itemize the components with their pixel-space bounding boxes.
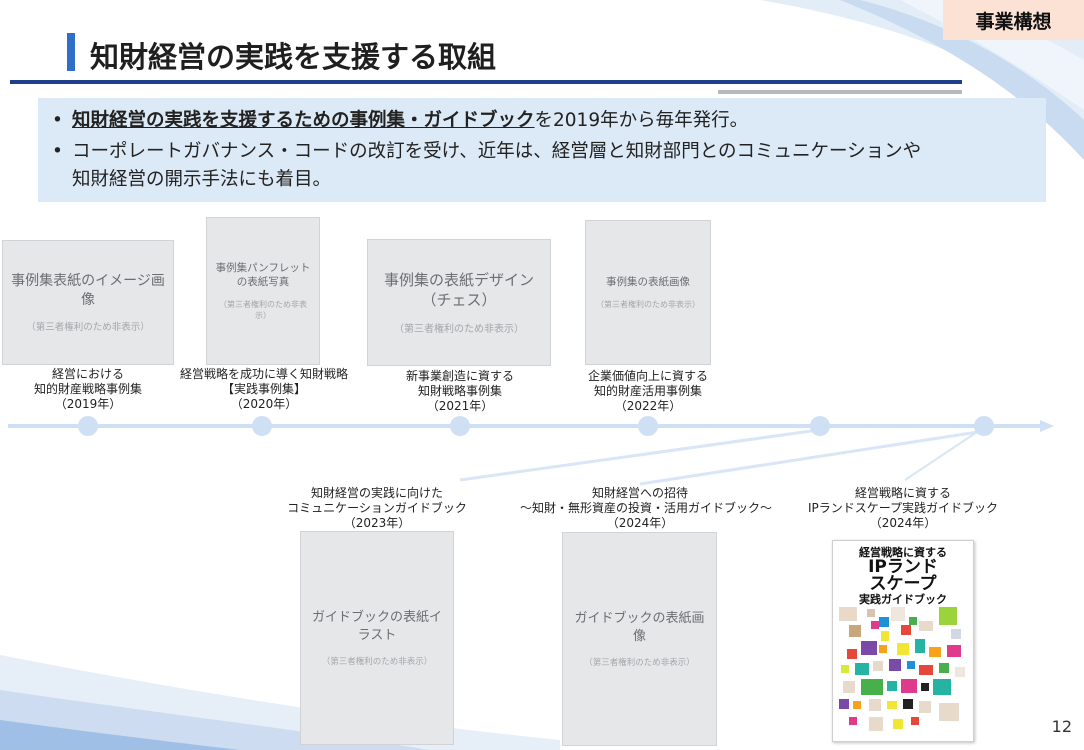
title-underline bbox=[10, 80, 962, 84]
ip-landscape-guidebook-cover: 経営戦略に資する IPランド スケープ 実践ガイドブック bbox=[832, 540, 974, 742]
bullet-item: コーポレートガバナンス・コードの改訂を受け、近年は、経営層と知財部門とのコミュニ… bbox=[48, 138, 1046, 194]
page-number: 12 bbox=[1051, 717, 1072, 736]
cover-title: 経営戦略に資する IPランド スケープ 実践ガイドブック bbox=[833, 547, 973, 606]
bullet-text: コーポレートガバナンス・コードの改訂を受け、近年は、経営層と知財部門とのコミュニ… bbox=[72, 141, 922, 162]
title-subline bbox=[718, 90, 962, 94]
caption-line: 知的財産戦略事例集 bbox=[33, 382, 142, 396]
timeline-dot-2019 bbox=[78, 416, 98, 436]
placeholder-note: （第三者権利のため非表示） bbox=[596, 300, 700, 310]
casebook-2022-cover-placeholder: 事例集の表紙画像 （第三者権利のため非表示） bbox=[585, 220, 711, 365]
title-accent-bar bbox=[67, 33, 75, 71]
placeholder-note: （第三者権利のため非表示） bbox=[584, 657, 695, 668]
casebook-2021-caption: 新事業創造に資する 知財戦略事例集 （2021年） bbox=[374, 369, 546, 414]
guidebook-2024b-caption: 経営戦略に資する IPランドスケープ実践ガイドブック （2024年） bbox=[800, 486, 1006, 531]
caption-line: 経営における bbox=[51, 367, 124, 381]
casebook-2022-caption: 企業価値向上に資する 知的財産活用事例集 （2022年） bbox=[562, 369, 734, 414]
caption-line: （2020年） bbox=[230, 397, 298, 411]
caption-line: 知財経営への招待 bbox=[591, 486, 688, 500]
bullet-text: を2019年から毎年発行。 bbox=[534, 110, 749, 131]
casebook-2019-caption: 経営における 知的財産戦略事例集 （2019年） bbox=[2, 367, 174, 412]
caption-line: （2019年） bbox=[54, 397, 122, 411]
caption-line: 知財戦略事例集 bbox=[417, 384, 502, 398]
caption-line: 知財経営の実践に向けた bbox=[310, 486, 443, 500]
caption-line: （2024年） bbox=[606, 516, 674, 530]
cover-title-line: 実践ガイドブック bbox=[859, 593, 947, 607]
placeholder-label: ガイドブックの表紙画像 bbox=[574, 611, 705, 644]
casebook-2020-cover-placeholder: 事例集パンフレットの表紙写真 （第三者権利のため非表示） bbox=[206, 217, 320, 365]
bullet-emphasis: 知財経営の実践を支援するための事例集・ガイドブック bbox=[72, 110, 535, 131]
placeholder-label: ガイドブックの表紙イラスト bbox=[311, 610, 442, 643]
casebook-2019-cover-placeholder: 事例集表紙のイメージ画像 （第三者権利のため非表示） bbox=[2, 240, 174, 365]
page-title: 知財経営の実践を支援する取組 bbox=[90, 40, 497, 74]
guidebook-2024a-caption: 知財経営への招待 ～知財・無形資産の投資・活用ガイドブック～ （2024年） bbox=[520, 486, 773, 531]
timeline-dot-2023 bbox=[810, 416, 830, 436]
summary-box: 知財経営の実践を支援するための事例集・ガイドブックを2019年から毎年発行。 コ… bbox=[38, 98, 1046, 202]
timeline bbox=[8, 416, 1054, 486]
placeholder-label: 事例集の表紙画像 bbox=[606, 275, 690, 288]
caption-line: IPランドスケープ実践ガイドブック bbox=[807, 501, 999, 515]
caption-line: 企業価値向上に資する bbox=[587, 369, 708, 383]
guidebook-2024a-cover-placeholder: ガイドブックの表紙画像 （第三者権利のため非表示） bbox=[562, 532, 717, 746]
guidebook-2023-caption: 知財経営の実践に向けた コミュニケーションガイドブック （2023年） bbox=[284, 486, 470, 531]
placeholder-note: （第三者権利のため非表示） bbox=[394, 324, 524, 336]
caption-line: 経営戦略を成功に導く知財戦略 bbox=[179, 367, 348, 381]
placeholder-label: 事例集パンフレットの表紙写真 bbox=[215, 261, 311, 288]
placeholder-note: （第三者権利のため非表示） bbox=[321, 656, 433, 667]
placeholder-note: （第三者権利のため非表示） bbox=[219, 300, 307, 321]
casebook-2020-caption: 経営戦略を成功に導く知財戦略 【実践事例集】 （2020年） bbox=[178, 367, 350, 412]
placeholder-label: 事例集の表紙デザイン（チェス） bbox=[383, 270, 534, 309]
timeline-dot-2021 bbox=[450, 416, 470, 436]
caption-line: 【実践事例集】 bbox=[221, 382, 306, 396]
timeline-dot-2024 bbox=[974, 416, 994, 436]
cover-title-line: 経営戦略に資する bbox=[859, 546, 947, 559]
guidebook-2023-cover-placeholder: ガイドブックの表紙イラスト （第三者権利のため非表示） bbox=[300, 531, 454, 745]
cover-mosaic-art bbox=[839, 607, 965, 731]
caption-line: （2021年） bbox=[426, 399, 494, 413]
cover-title-line: スケープ bbox=[869, 574, 937, 595]
caption-line: （2023年） bbox=[343, 516, 411, 530]
caption-line: 知的財産活用事例集 bbox=[593, 384, 702, 398]
cover-title-line: IPランド bbox=[868, 556, 938, 577]
timeline-dot-2022 bbox=[638, 416, 658, 436]
caption-line: 経営戦略に資する bbox=[854, 486, 951, 500]
placeholder-label: 事例集表紙のイメージ画像 bbox=[11, 272, 165, 308]
bullet-text: 知財経営の開示手法にも着目。 bbox=[72, 169, 332, 190]
placeholder-note: （第三者権利のため非表示） bbox=[26, 322, 150, 334]
caption-line: ～知財・無形資産の投資・活用ガイドブック～ bbox=[520, 501, 773, 515]
caption-line: コミュニケーションガイドブック bbox=[287, 501, 467, 515]
casebook-2021-cover-placeholder: 事例集の表紙デザイン（チェス） （第三者権利のため非表示） bbox=[367, 239, 551, 366]
caption-line: （2022年） bbox=[614, 399, 682, 413]
timeline-dot-2020 bbox=[252, 416, 272, 436]
caption-line: 新事業創造に資する bbox=[405, 369, 514, 383]
section-tag: 事業構想 bbox=[943, 0, 1084, 40]
bullet-item: 知財経営の実践を支援するための事例集・ガイドブックを2019年から毎年発行。 bbox=[48, 107, 1046, 135]
caption-line: （2024年） bbox=[869, 516, 937, 530]
